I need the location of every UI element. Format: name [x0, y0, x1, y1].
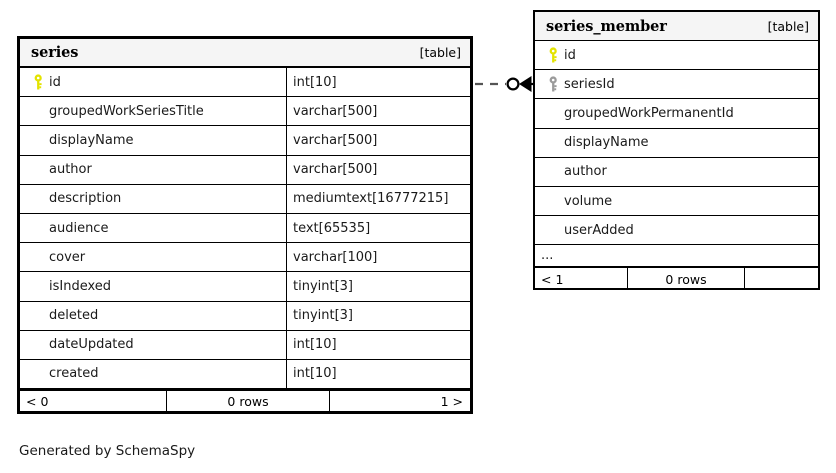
column-name-cell: id	[20, 68, 286, 96]
column-label: deleted	[49, 308, 99, 324]
table-series-member-header[interactable]: series_member [table]	[535, 12, 818, 41]
column-label: displayName	[49, 132, 134, 148]
column-label: description	[49, 191, 122, 207]
column-name-cell: groupedWorkPermanentId	[535, 99, 818, 127]
table-series[interactable]: series [table] id int[10]	[17, 36, 473, 414]
table-row[interactable]: groupedWorkPermanentId	[535, 99, 818, 129]
column-name-cell: description	[20, 185, 286, 213]
column-name-cell: author	[20, 156, 286, 184]
table-row[interactable]: id	[535, 41, 818, 71]
table-row[interactable]: description mediumtext[16777215]	[20, 184, 470, 214]
column-type-cell: text[65535]	[286, 213, 470, 243]
table-series-title: series	[31, 44, 79, 61]
primary-key-icon	[27, 74, 49, 90]
table-series-header[interactable]: series [table]	[20, 39, 470, 68]
column-name-cell: dateUpdated	[20, 331, 286, 359]
prev-page-button[interactable]: < 0	[26, 394, 49, 410]
generated-by-caption: Generated by SchemaSpy	[19, 443, 196, 459]
column-label: cover	[49, 249, 86, 265]
table-row[interactable]: cover varchar[100]	[20, 243, 470, 273]
column-name-cell: cover	[20, 243, 286, 271]
column-name-cell: isIndexed	[20, 272, 286, 300]
column-label: groupedWorkPermanentId	[564, 105, 734, 121]
column-name-cell: userAdded	[535, 216, 818, 244]
column-label: groupedWorkSeriesTitle	[49, 103, 204, 119]
table-series-member-kind-label: [table]	[767, 18, 809, 34]
column-type-cell: mediumtext[16777215]	[286, 184, 470, 213]
column-label: author	[49, 162, 92, 178]
table-row[interactable]: displayName varchar[500]	[20, 126, 470, 156]
column-label: dateUpdated	[49, 337, 134, 353]
column-type-cell: tinyint[3]	[286, 272, 470, 301]
column-label: userAdded	[564, 222, 634, 238]
column-label: created	[49, 366, 99, 382]
foreign-key-icon	[542, 76, 564, 92]
column-name-cell: displayName	[535, 129, 818, 157]
column-name-cell: groupedWorkSeriesTitle	[20, 97, 286, 125]
zero-cardinality-circle-icon	[506, 77, 520, 91]
column-type-cell: int[10]	[286, 359, 470, 389]
table-row[interactable]: audience text[65535]	[20, 213, 470, 244]
column-type-cell: varchar[500]	[286, 126, 470, 155]
table-row[interactable]: deleted tinyint[3]	[20, 301, 470, 331]
column-label: audience	[49, 220, 109, 236]
primary-key-icon	[542, 47, 564, 63]
table-series-kind-label: [table]	[419, 45, 461, 60]
table-series-footer: < 0 0 rows 1 >	[20, 389, 470, 413]
column-label: id	[564, 47, 576, 63]
next-page-button[interactable]	[745, 268, 818, 290]
table-row[interactable]: created int[10]	[20, 359, 470, 390]
table-row[interactable]: userAdded	[535, 216, 818, 246]
table-row[interactable]: isIndexed tinyint[3]	[20, 272, 470, 302]
column-label: id	[49, 74, 61, 90]
column-type-cell: int[10]	[286, 68, 470, 97]
row-count-label: 0 rows	[627, 268, 745, 291]
column-label: displayName	[564, 135, 649, 151]
column-name-cell: created	[20, 360, 286, 388]
table-series-member[interactable]: series_member [table] id	[533, 10, 820, 291]
table-row[interactable]: groupedWorkSeriesTitle varchar[500]	[20, 97, 470, 127]
row-count-label: 0 rows	[166, 391, 330, 413]
table-row[interactable]: id int[10]	[20, 68, 470, 98]
column-name-cell: deleted	[20, 302, 286, 330]
table-series-member-footer: < 1 0 rows	[535, 267, 818, 291]
column-label: seriesId	[564, 76, 615, 92]
column-label: isIndexed	[49, 278, 112, 294]
more-columns-ellipsis: ...	[535, 245, 818, 268]
column-type-cell: tinyint[3]	[286, 301, 470, 330]
table-row[interactable]: displayName	[535, 129, 818, 158]
table-row[interactable]: author	[535, 158, 818, 187]
column-name-cell: audience	[20, 214, 286, 242]
column-label: author	[564, 164, 607, 180]
column-name-cell: displayName	[20, 126, 286, 154]
next-page-button[interactable]: 1 >	[440, 394, 463, 410]
column-type-cell: int[10]	[286, 330, 470, 359]
table-row[interactable]: seriesId	[535, 70, 818, 100]
table-row[interactable]: volume	[535, 187, 818, 217]
table-row[interactable]: dateUpdated int[10]	[20, 330, 470, 360]
table-row[interactable]: author varchar[500]	[20, 155, 470, 185]
table-series-member-title: series_member	[546, 17, 667, 35]
many-cardinality-crowsfoot-icon	[519, 76, 532, 92]
column-label: volume	[564, 193, 613, 209]
column-name-cell: id	[535, 41, 818, 69]
column-type-cell: varchar[500]	[286, 155, 470, 184]
column-type-cell: varchar[500]	[286, 97, 470, 126]
prev-page-button[interactable]: < 1	[541, 271, 564, 287]
column-type-cell: varchar[100]	[286, 243, 470, 272]
column-name-cell: volume	[535, 187, 818, 215]
column-name-cell: seriesId	[535, 70, 818, 98]
column-name-cell: author	[535, 158, 818, 186]
